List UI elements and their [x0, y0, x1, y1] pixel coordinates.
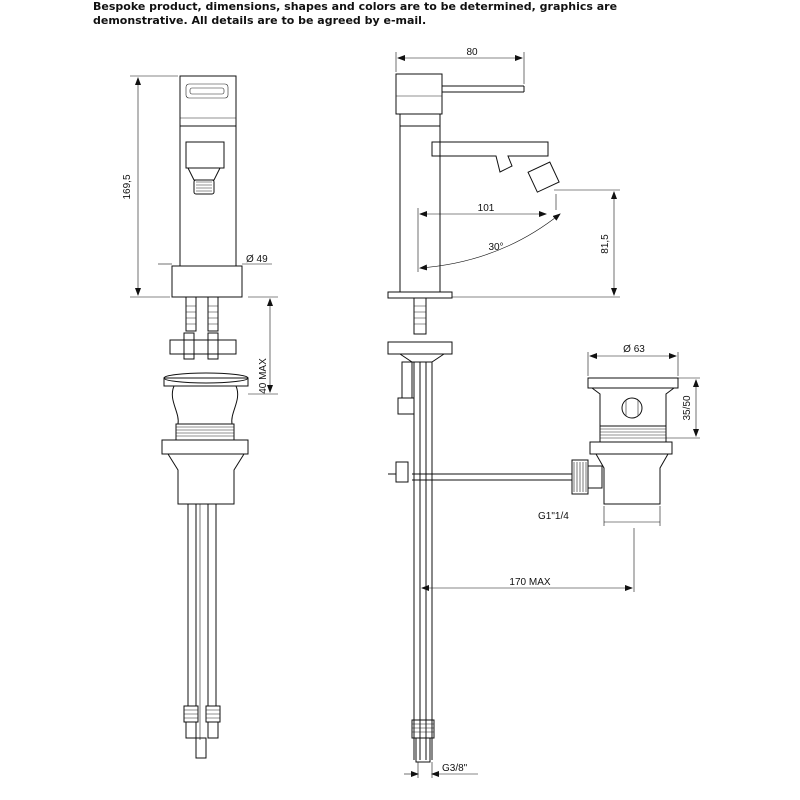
waste-body: [595, 453, 669, 505]
front-waste-body: [167, 453, 245, 505]
dim-waste-height: 35/50: [682, 395, 693, 420]
disclaimer-line-2: demonstrative. All details are to be agr…: [93, 14, 427, 27]
waste-screw: [621, 397, 643, 419]
dim-spout-reach: 101: [478, 203, 495, 214]
dim-hose-thread: G3/8": [442, 763, 468, 774]
dim-spout-height: 81,5: [600, 234, 611, 254]
front-dimensions: 169,5 Ø 49 40 MAX: [122, 75, 278, 395]
dim-total-height: 169,5: [122, 174, 133, 199]
front-fixing-nut: [169, 339, 237, 355]
dim-base-diameter: Ø 49: [246, 254, 268, 265]
front-lever: [179, 75, 237, 127]
waste-cap: [587, 377, 679, 389]
dim-waste-thread: G1"1/4: [538, 511, 569, 522]
dim-width: 80: [466, 47, 478, 58]
front-waste-thread: [175, 423, 235, 441]
waste-view: [571, 377, 679, 505]
side-fixing-nut: [387, 341, 453, 355]
front-body: [179, 125, 237, 267]
side-base: [387, 291, 453, 299]
side-lever: [395, 73, 443, 115]
dim-waste-diameter: Ø 63: [623, 344, 645, 355]
front-spout: [185, 141, 225, 169]
disclaimer-notice: Bespoke product, dimensions, shapes and …: [93, 0, 693, 28]
side-dimensions: 80 101 30° 81,5: [395, 47, 620, 298]
front-view: [161, 75, 249, 759]
waste-dimensions: Ø 63 35/50 G1"1/4 170 MAX G3/8": [404, 344, 700, 778]
side-nozzle: [527, 161, 560, 193]
side-body: [399, 125, 441, 293]
disclaimer-line-1: Bespoke product, dimensions, shapes and …: [93, 0, 618, 13]
front-base: [171, 265, 243, 298]
side-spout: [431, 141, 549, 173]
dim-swivel-angle: 30°: [488, 242, 503, 253]
waste-thread: [599, 425, 667, 443]
side-view: [387, 73, 572, 763]
dim-rod-max: 170 MAX: [509, 577, 550, 588]
dim-max-deck-thickness: 40 MAX: [258, 358, 269, 394]
